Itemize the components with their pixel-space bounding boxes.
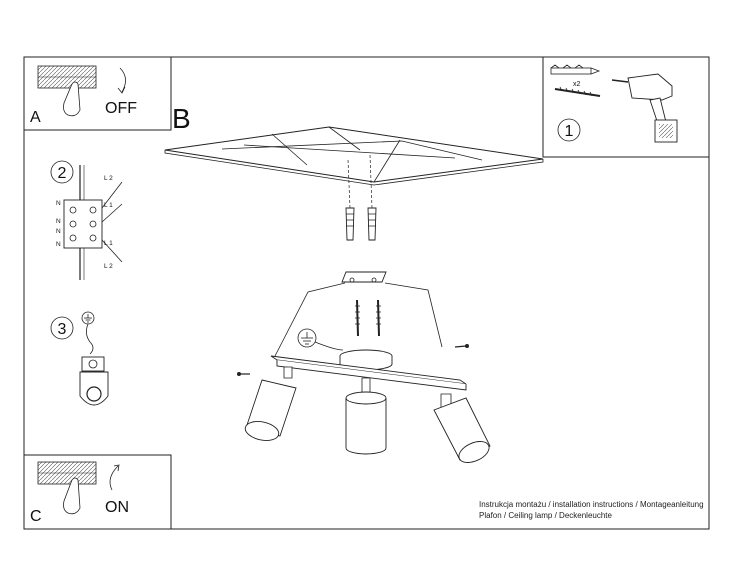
- spotlight-right: [433, 393, 491, 463]
- terminal-label: N: [56, 228, 61, 235]
- drill-guide: [369, 154, 373, 209]
- wire-label: L 2: [104, 175, 113, 182]
- rotate-arrow-icon: [119, 67, 126, 93]
- rotate-arrow-icon: [109, 465, 119, 491]
- panel-c-switch-on: C ON: [23, 454, 172, 530]
- terminal-label: N: [56, 241, 61, 248]
- drill-icon: [611, 73, 678, 143]
- side-screw: [237, 372, 250, 376]
- ground-symbol-icon: [81, 311, 95, 325]
- wire-label: L 2: [104, 263, 113, 270]
- spotlight-left: [244, 366, 297, 441]
- wiring-section: 2 N N N N L 2 L 1 L 1 L 2: [50, 160, 123, 280]
- projection-lines: [274, 282, 443, 357]
- ground-clamp-icon: [79, 356, 109, 406]
- switch-on-label: ON: [105, 499, 129, 516]
- spotlight-middle: [345, 377, 387, 455]
- mounting-bracket: [341, 271, 387, 283]
- switchboard-icon: [37, 461, 97, 515]
- switchboard-icon: [37, 65, 97, 117]
- switch-off-label: OFF: [105, 100, 137, 117]
- ceiling-plate: [164, 126, 544, 186]
- step-a-letter: A: [30, 109, 41, 126]
- lamp-bar: [270, 355, 467, 391]
- ground-symbol-icon: [297, 328, 317, 348]
- panel-1-tools: x2 1: [542, 56, 710, 158]
- screw-icon: [554, 86, 601, 97]
- anchor-quantity: x2: [573, 81, 581, 88]
- wire-label: L 1: [104, 202, 113, 209]
- terminal-block: [63, 199, 103, 249]
- wire-label: L 1: [104, 240, 113, 247]
- step-2-number: 2: [58, 165, 67, 182]
- step-3-number: 3: [58, 321, 67, 338]
- terminal-label: N: [56, 218, 61, 225]
- screws: [355, 299, 381, 337]
- ground-section: 3: [50, 311, 109, 406]
- wall-anchor-icon: [550, 64, 601, 75]
- step-1-number: 1: [565, 123, 574, 140]
- outer-frame: [23, 56, 710, 530]
- drill-guide: [347, 159, 351, 209]
- terminal-label: N: [56, 200, 61, 207]
- step-b-letter: B: [172, 103, 191, 134]
- step-c-letter: C: [30, 508, 42, 525]
- caption-line-2: Plafon / Ceiling lamp / Deckenleuchte: [479, 511, 612, 520]
- panel-a-switch-off: A OFF: [23, 56, 172, 131]
- caption-line-1: Instrukcja montażu / installation instru…: [479, 500, 704, 509]
- side-screw: [454, 344, 469, 348]
- wall-plugs: [345, 207, 377, 241]
